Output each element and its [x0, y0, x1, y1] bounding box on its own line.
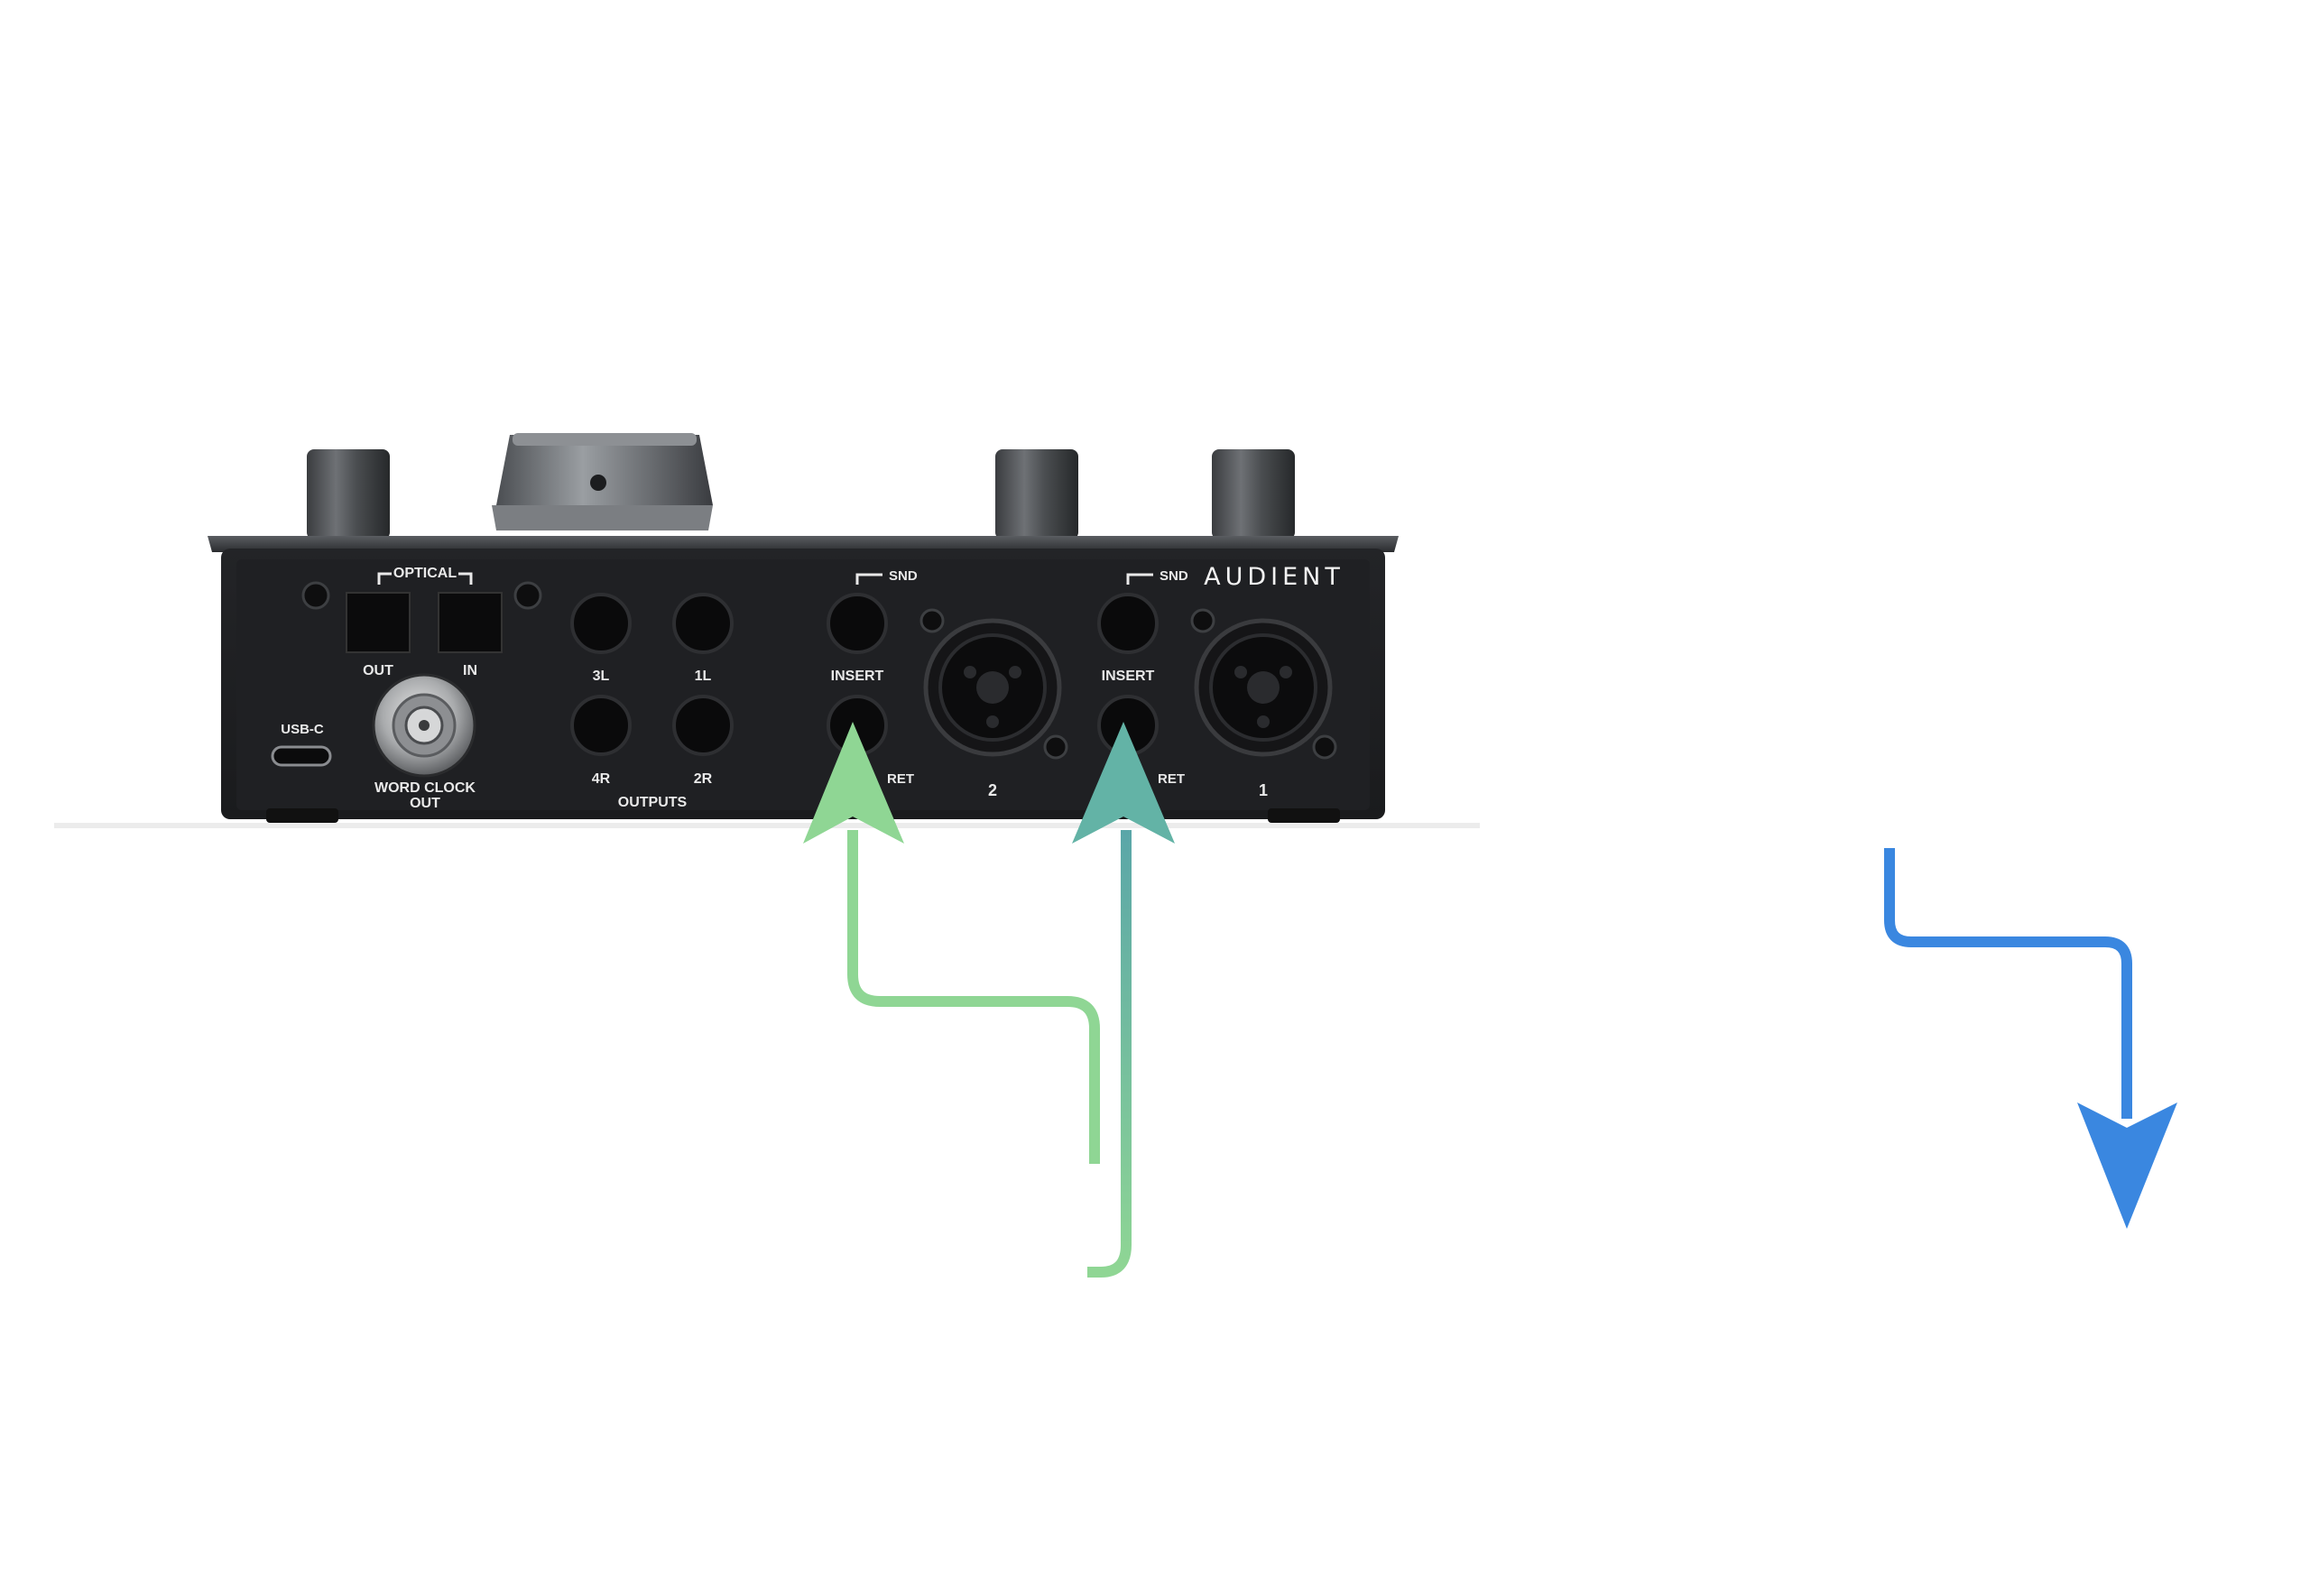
insert-1-section: SND INSERT RET — [1097, 568, 1188, 787]
knob-gain-1 — [1212, 449, 1295, 540]
foot-right — [1268, 808, 1340, 823]
ret-1-label: RET — [1158, 771, 1185, 787]
word-clock-label: WORD CLOCK — [374, 780, 476, 796]
output-2r-jack[interactable] — [672, 695, 734, 756]
insert-2-label: INSERT — [831, 669, 884, 684]
input-1-label: 1 — [1259, 781, 1268, 799]
outputs-label: OUTPUTS — [618, 795, 688, 810]
brand-logo: AUDIENT — [1204, 563, 1344, 591]
top-knobs — [307, 433, 1295, 540]
output-3l-jack[interactable] — [570, 593, 632, 654]
foot-left — [266, 808, 338, 823]
knob-gain-2 — [995, 449, 1078, 540]
optical-section: OPTICAL OUT IN — [346, 566, 503, 678]
usb-label: USB-C — [281, 722, 324, 737]
optical-out-label: OUT — [363, 663, 393, 678]
output-3l-label: 3L — [593, 669, 610, 684]
optical-label: OPTICAL — [393, 566, 457, 581]
floor-shadow — [54, 823, 1480, 828]
blue-arrow — [1884, 848, 2177, 1229]
combo-input-1: 1 — [1194, 618, 1333, 799]
output-2r-label: 2R — [694, 771, 713, 787]
knob-left — [307, 449, 390, 540]
output-4r-jack[interactable] — [570, 695, 632, 756]
output-1l-label: 1L — [695, 669, 712, 684]
insert-2-send-jack[interactable] — [827, 593, 888, 654]
optical-out-port[interactable] — [346, 592, 411, 653]
word-clock-section: WORD CLOCK OUT — [372, 673, 476, 811]
rear-panel — [236, 559, 1370, 810]
snd-1-label: SND — [1160, 568, 1188, 584]
teal-arrow-insert-1 — [1072, 722, 1175, 1278]
panel-screws — [301, 581, 1337, 760]
usb-section: USB-C — [271, 722, 332, 767]
snd-2-label: SND — [889, 568, 918, 584]
output-4r-label: 4R — [592, 771, 611, 787]
top-plate — [208, 536, 1399, 552]
insert-1-send-jack[interactable] — [1097, 593, 1159, 654]
monitor-knob — [492, 433, 713, 530]
ret-2-label: RET — [887, 771, 914, 787]
optical-in-port[interactable] — [438, 592, 503, 653]
output-1l-jack[interactable] — [672, 593, 734, 654]
green-arrow-insert-2 — [803, 722, 1100, 1164]
optical-in-label: IN — [463, 663, 477, 678]
insert-2-section: SND INSERT RET — [827, 568, 918, 787]
insert-1-label: INSERT — [1102, 669, 1155, 684]
word-clock-out-label: OUT — [410, 796, 440, 811]
input-2-label: 2 — [988, 781, 997, 799]
usb-c-port[interactable] — [271, 745, 332, 767]
outputs-section: 3L 1L 4R 2R OUTPUTS — [570, 593, 734, 810]
combo-input-2: 2 — [923, 618, 1062, 799]
